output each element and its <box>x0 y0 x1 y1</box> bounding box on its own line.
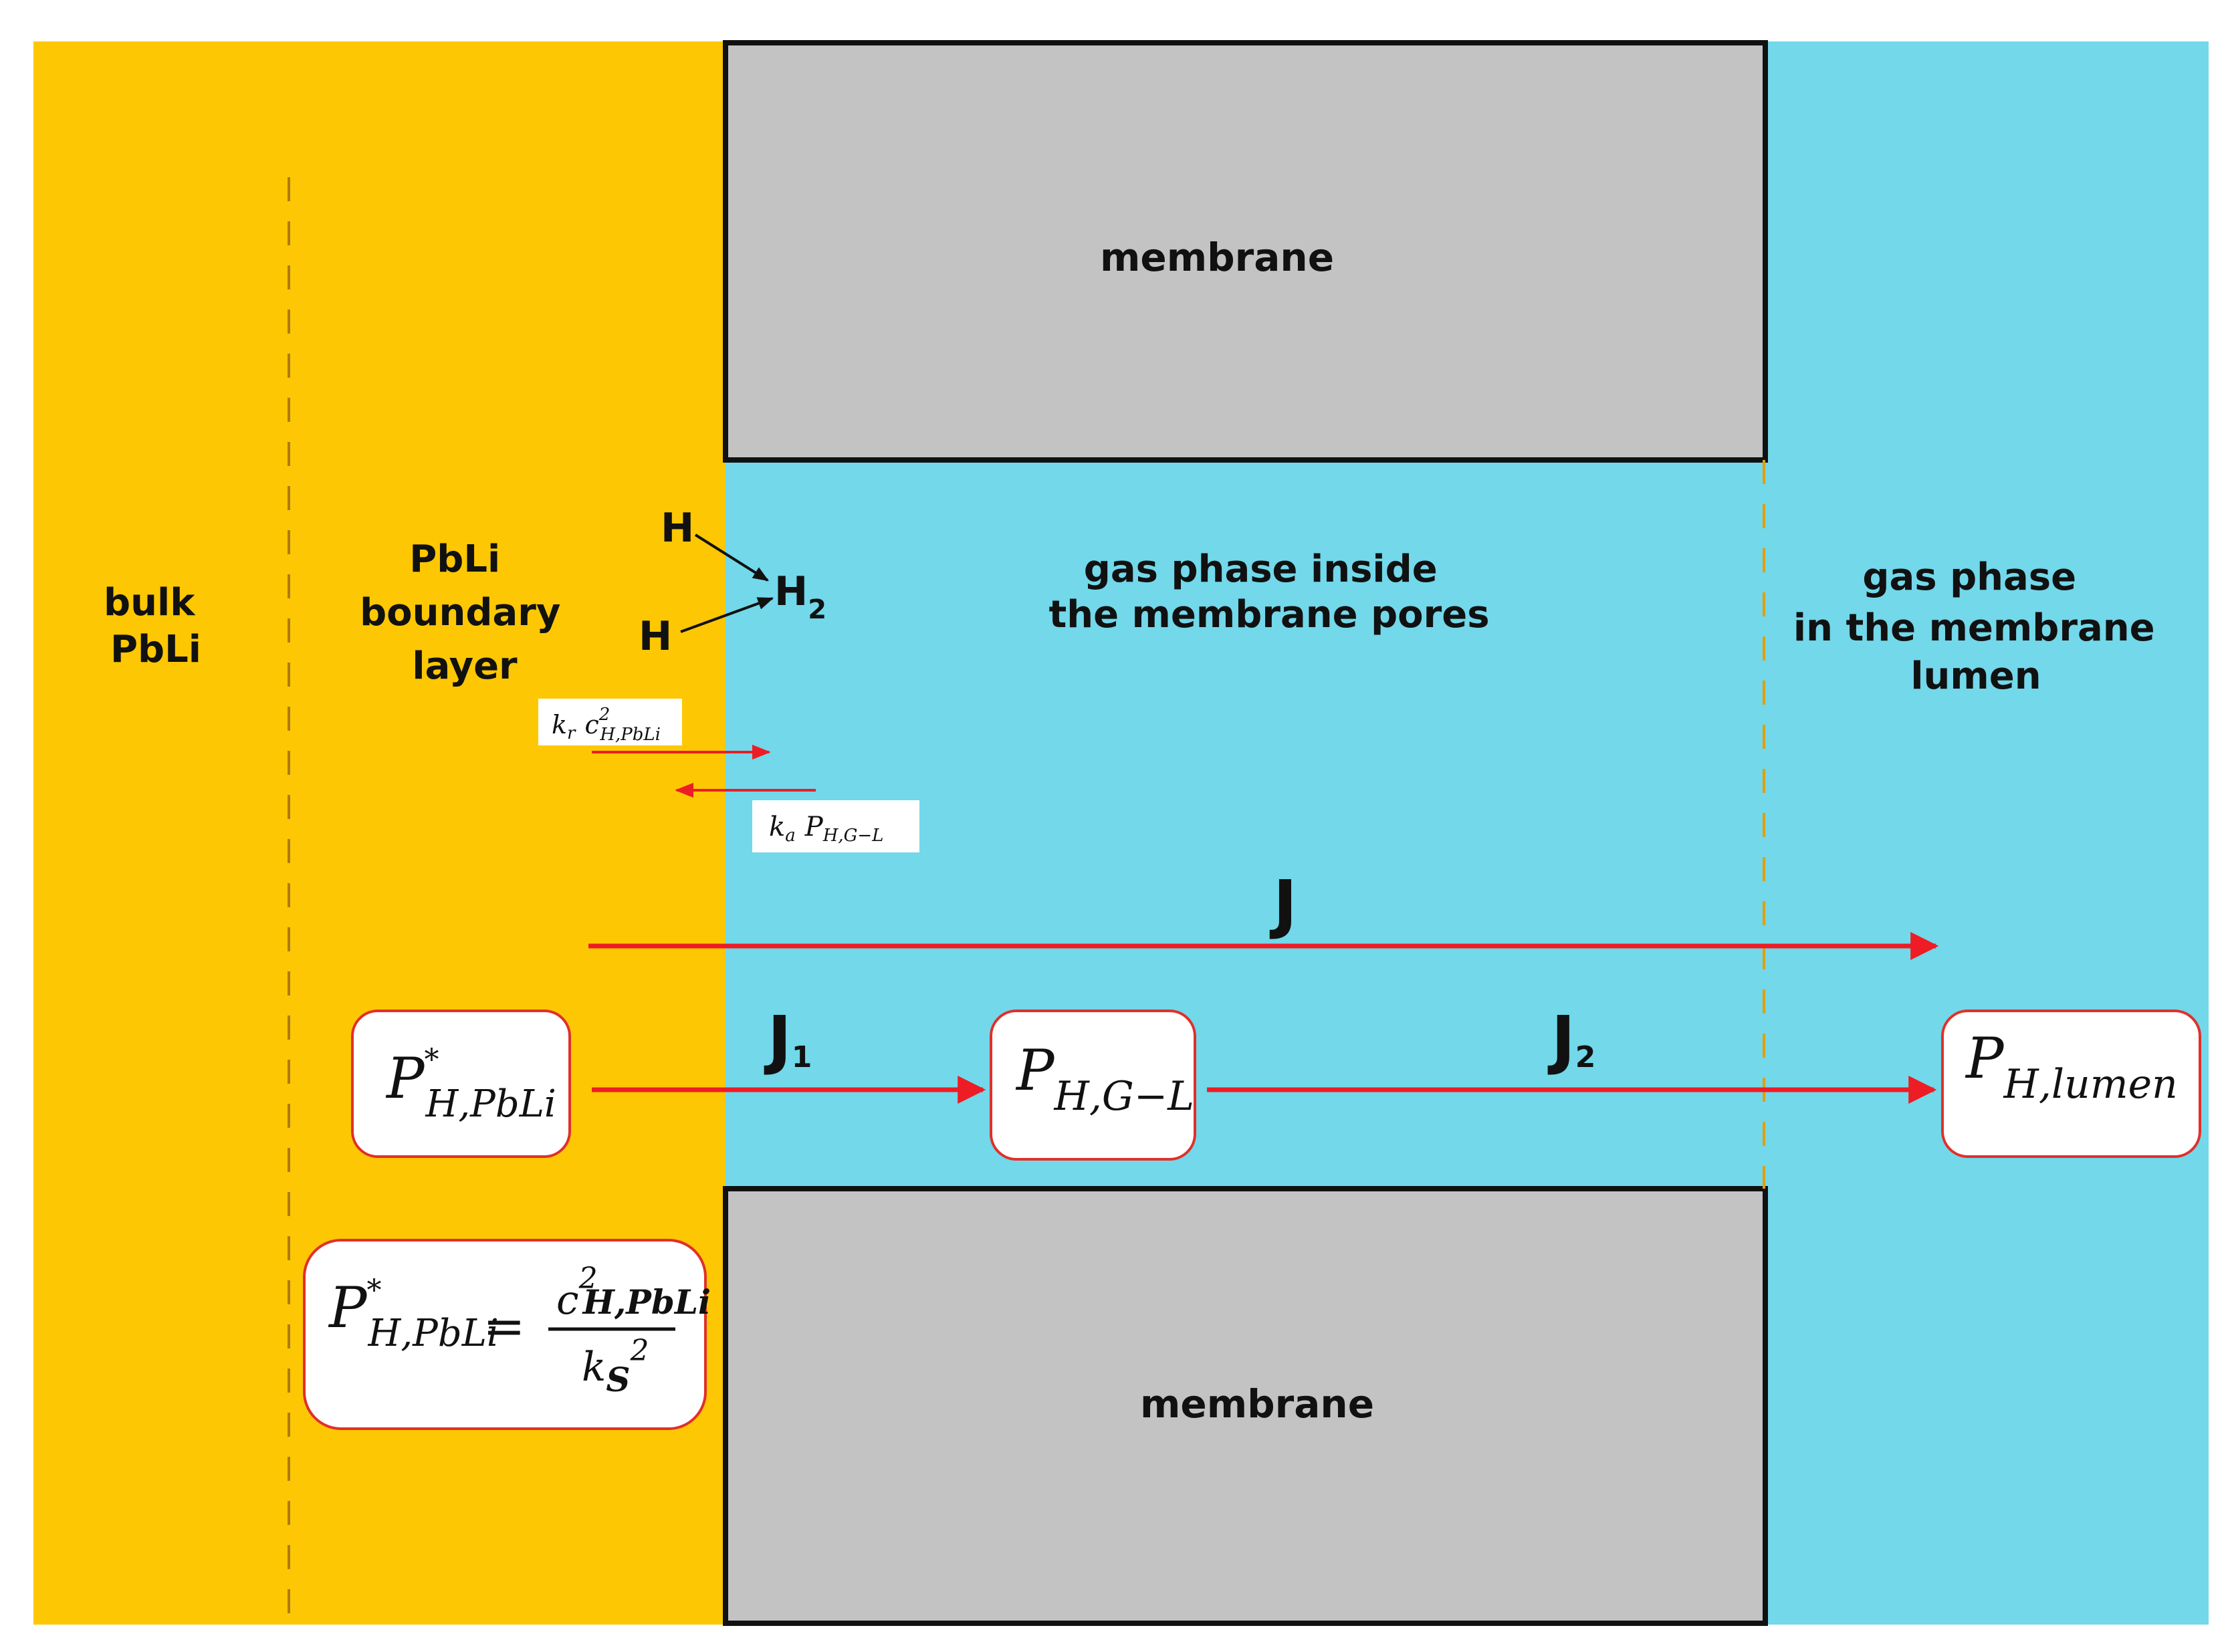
ka-sub: a <box>785 826 796 846</box>
boundary-layer-label: PbLi boundary layer <box>360 538 574 688</box>
gas-liquid-pressure-box <box>990 1010 1196 1161</box>
kr-conc-sup: 2 <box>598 705 610 725</box>
equation-denominator: kS2 <box>582 1334 649 1399</box>
membrane-top-label: membrane <box>1100 235 1334 280</box>
lumen-gas-label: gas phase in the membrane lumen <box>1793 556 2168 698</box>
j2-subscript: 2 <box>1575 1040 1596 1074</box>
pbli-p-main: P <box>385 1046 425 1111</box>
eq-lhs-main: P <box>328 1275 368 1340</box>
pbli-pressure-box <box>351 1010 571 1158</box>
sieverts-equation-box <box>303 1239 707 1430</box>
gas-liquid-pressure-label: PH,G−L <box>1015 1038 1194 1120</box>
ka-pressure-sub: H,G−L <box>822 826 884 846</box>
hydrogen-atom-bottom: H <box>639 613 672 660</box>
ka-main: k <box>769 812 785 842</box>
lumen-label-line3: lumen <box>1910 655 2041 698</box>
pbli-p-sub: H,PbLi <box>425 1082 556 1126</box>
h2-subscript: 2 <box>808 594 826 625</box>
kr-main: k <box>552 710 567 739</box>
lumen-pressure-box <box>1941 1010 2201 1158</box>
membrane-top-block <box>723 40 1768 463</box>
lumen-pressure-label: PH,lumen <box>1965 1026 2178 1108</box>
gl-p-sub: H,G−L <box>1054 1073 1194 1120</box>
membrane-bottom-block <box>723 1186 1768 1626</box>
equation-equals: = <box>483 1296 526 1356</box>
pbli-p-sup: * <box>425 1043 439 1077</box>
membrane-lumen-region <box>1764 41 2209 1625</box>
eq-num-sub: H,PbLi <box>582 1282 711 1322</box>
gl-p-main: P <box>1015 1038 1055 1103</box>
equation-lhs: P* H,PbLi <box>328 1274 499 1355</box>
boundary-label-line1: PbLi <box>409 538 500 581</box>
eq-num-sup: 2 <box>578 1262 598 1296</box>
eq-num-main: c <box>556 1277 579 1324</box>
flux-j1-label: J1 <box>764 1002 812 1077</box>
recombination-arrow-top <box>694 534 770 582</box>
pore-gas-label: gas phase inside the membrane pores <box>1048 548 1489 636</box>
eq-den-sup: 2 <box>629 1334 649 1368</box>
pore-label-line2: the membrane pores <box>1048 593 1489 636</box>
boundary-label-line2: boundary <box>360 591 560 634</box>
kr-conc-main: c <box>584 710 598 739</box>
flux-j2-label: J2 <box>1547 1002 1595 1077</box>
boundary-label-line3: layer <box>412 644 518 688</box>
hydrogen-molecule-label: H2 <box>774 568 826 625</box>
h2-main: H <box>774 568 808 615</box>
bulk-label-line1: bulk <box>104 581 196 624</box>
recombination-arrow-bottom <box>680 597 774 633</box>
eq-den-main: k <box>582 1344 606 1391</box>
eq-den-sub: S <box>606 1360 630 1399</box>
j1-subscript: 1 <box>792 1040 812 1074</box>
pore-label-line1: gas phase inside <box>1084 548 1438 591</box>
hydrogen-atom-top: H <box>661 505 694 552</box>
pbli-pressure-label: P* H,PbLi <box>385 1043 556 1126</box>
lumen-p-main: P <box>1965 1026 2005 1091</box>
kr-sub: r <box>567 723 576 743</box>
absorption-rate-box <box>752 800 919 852</box>
ka-pressure-main: P <box>804 812 824 842</box>
eq-lhs-sup: * <box>367 1274 382 1308</box>
lumen-label-line1: gas phase <box>1862 556 2076 599</box>
bulk-pbli-label: bulk PbLi <box>104 581 208 671</box>
lumen-p-sub: H,lumen <box>2003 1061 2178 1108</box>
lumen-label-line2: in the membrane <box>1793 606 2155 650</box>
j2-main: J <box>1547 1002 1575 1077</box>
kr-conc-sub: H,PbLi <box>599 725 661 745</box>
membrane-bottom-label: membrane <box>1140 1381 1374 1427</box>
recombination-rate-box <box>538 699 682 745</box>
overall-flux-label: J <box>1269 866 1297 941</box>
eq-lhs-sub: H,PbLi <box>368 1312 499 1355</box>
j1-main: J <box>764 1002 792 1077</box>
bulk-label-line2: PbLi <box>110 628 201 671</box>
